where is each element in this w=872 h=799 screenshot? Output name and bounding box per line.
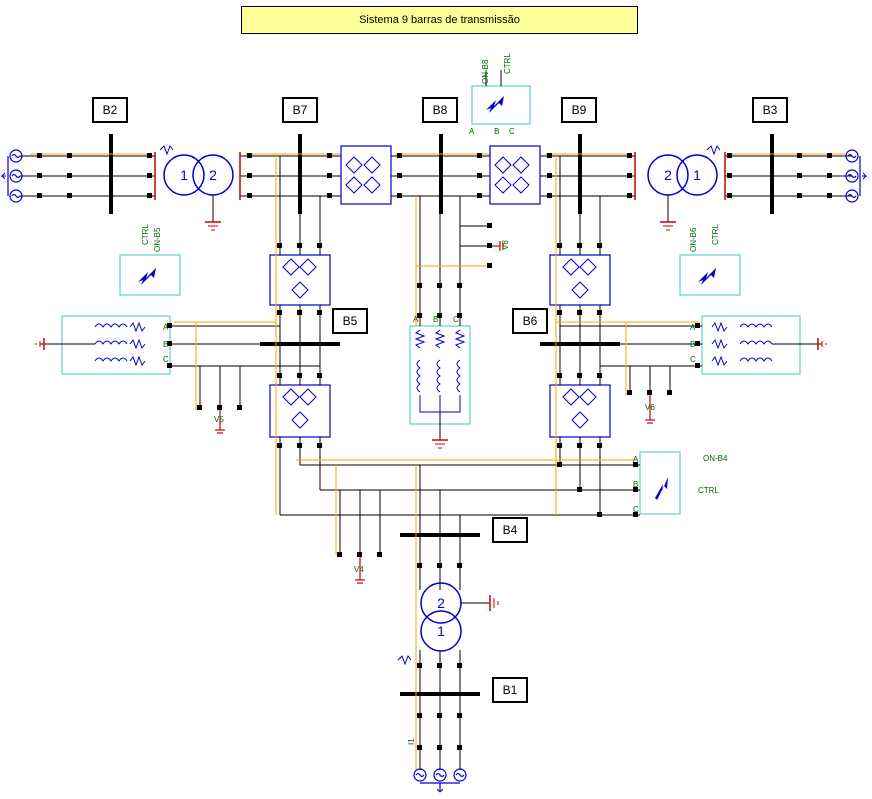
- t3-secondary-number: 2: [437, 595, 445, 611]
- bus-label-b4[interactable]: B4: [492, 517, 528, 543]
- phase-labels: A B C A B C A B C A B C A B C: [163, 127, 696, 514]
- load-b5[interactable]: [35, 315, 171, 375]
- line-box-b7-b8[interactable]: [340, 145, 392, 205]
- meter-grounds: [215, 241, 655, 584]
- line-box-symbols: [282, 258, 597, 429]
- meter-v6[interactable]: V6: [645, 403, 655, 412]
- vertical-control-wires: [174, 156, 700, 770]
- svc-control-b6[interactable]: [679, 254, 741, 296]
- phase-a-b5: A: [163, 323, 169, 332]
- bus-label-b8[interactable]: B8: [422, 97, 458, 123]
- phase-b-b8: B: [433, 315, 438, 324]
- vertical-phase-wires: [170, 156, 702, 770]
- meter-i1[interactable]: I1: [407, 738, 416, 745]
- line-box-b6-b4[interactable]: [549, 384, 611, 438]
- line-box-b5-b4[interactable]: [269, 384, 331, 438]
- label-ctrl-b6: CTRL: [711, 224, 720, 245]
- transformer-t2[interactable]: 2 1: [647, 144, 721, 231]
- label-on-b6: ON-B6: [689, 227, 698, 252]
- phase-b-top: B: [494, 127, 499, 136]
- bus-label-b1[interactable]: B1: [492, 677, 528, 703]
- t2-primary-number: 2: [664, 167, 672, 183]
- transformer-t3[interactable]: 1 2: [397, 582, 499, 666]
- label-on-b8: ON-B8: [481, 59, 490, 84]
- svc-control-b5[interactable]: [119, 254, 181, 296]
- phase-b-b4: B: [633, 480, 638, 489]
- generator-bottom[interactable]: [413, 768, 467, 793]
- load-b8[interactable]: [409, 325, 471, 449]
- load-b6[interactable]: [701, 315, 827, 375]
- phase-b-b5: B: [163, 340, 168, 349]
- phase-a-b4: A: [633, 455, 639, 464]
- label-ctrl-b5: CTRL: [141, 224, 150, 245]
- t1-secondary-number: 2: [209, 167, 217, 183]
- bus-label-b7[interactable]: B7: [282, 97, 318, 123]
- phase-a-b6: A: [690, 323, 696, 332]
- node-dots: [37, 153, 832, 750]
- bus-label-b5[interactable]: B5: [332, 308, 368, 334]
- label-on-b4: ON-B4: [703, 454, 728, 463]
- t3-primary-number: 1: [437, 623, 445, 639]
- line-box-b8-b9[interactable]: [489, 145, 541, 205]
- transformer-t1[interactable]: 1 2: [159, 144, 234, 231]
- phase-b-b6: B: [690, 340, 695, 349]
- label-ctrl-b8: CTRL: [503, 53, 512, 74]
- phase-c-b8: C: [453, 315, 459, 324]
- phase-a-b8: A: [413, 315, 419, 324]
- svc-control-b8[interactable]: [471, 70, 531, 125]
- t1-primary-number: 1: [180, 167, 188, 183]
- bus-label-b6[interactable]: B6: [512, 308, 548, 334]
- label-ctrl-b4: CTRL: [698, 486, 719, 495]
- diagram-title: Sistema 9 barras de transmissão: [241, 6, 638, 34]
- phase-c-b6: C: [690, 355, 696, 364]
- generator-left[interactable]: [0, 149, 23, 203]
- generator-right[interactable]: [845, 149, 868, 203]
- phase-c-b4: C: [633, 505, 639, 514]
- phase-a-top: A: [469, 127, 475, 136]
- phase-c-b5: C: [163, 355, 169, 364]
- label-on-b5: ON-B5: [153, 227, 162, 252]
- top-terminals: [154, 152, 726, 200]
- svc-control-b4[interactable]: [639, 451, 681, 515]
- phase-c-top: C: [509, 127, 515, 136]
- meter-labels: V5 V6 V4 V8 I1: [214, 240, 655, 745]
- line-box-b7-b5[interactable]: [269, 254, 331, 306]
- t2-secondary-number: 1: [693, 167, 701, 183]
- bus-label-b2[interactable]: B2: [92, 97, 128, 123]
- meter-v8[interactable]: V8: [501, 240, 510, 250]
- meter-v4[interactable]: V4: [354, 565, 364, 574]
- meter-v5[interactable]: V5: [214, 415, 224, 424]
- bus-label-b3[interactable]: B3: [752, 97, 788, 123]
- bus-label-b9[interactable]: B9: [561, 97, 597, 123]
